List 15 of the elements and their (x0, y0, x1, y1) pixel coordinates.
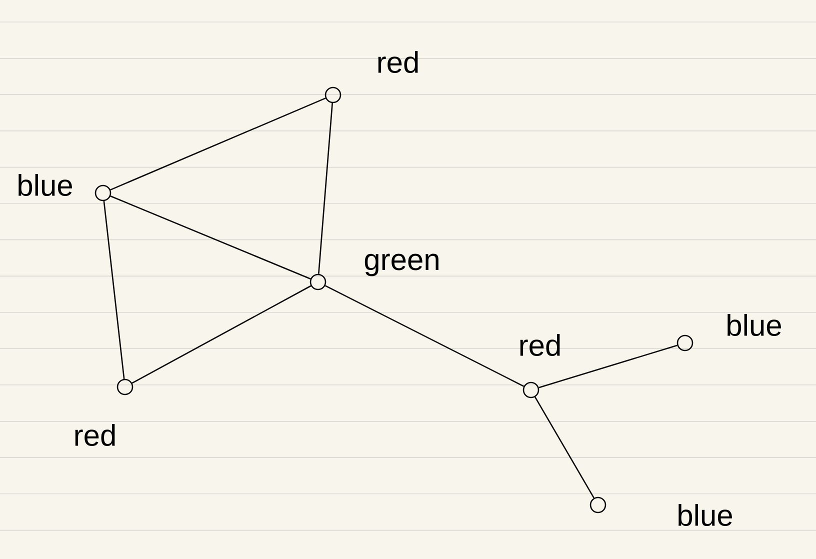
vertex-label: green (364, 254, 438, 276)
graph-edge (110, 196, 311, 280)
graph-edge (318, 103, 333, 274)
graph-edge (103, 201, 125, 379)
vertex-label: red (75, 424, 115, 446)
vertex-label: red (520, 334, 560, 356)
vertex-label: red (378, 50, 418, 73)
graph-edge (534, 396, 594, 498)
vertex-label: blue (728, 314, 782, 336)
vertex-label: blue (18, 174, 72, 196)
graph-edge (132, 285, 312, 384)
vertex-label: blue (678, 504, 732, 526)
graph-edge (538, 344, 678, 388)
graph-edge (110, 98, 326, 190)
graph-edge (324, 285, 524, 387)
